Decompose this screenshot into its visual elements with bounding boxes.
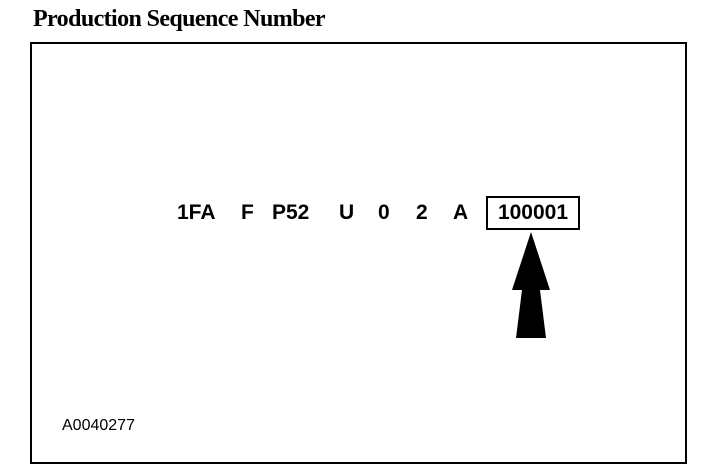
up-arrow-icon — [512, 232, 550, 338]
vin-segment-5: 0 — [378, 201, 390, 224]
vin-segment-6: 2 — [416, 201, 428, 224]
vin-segment-3: P52 — [272, 201, 310, 224]
vin-segment-2: F — [241, 201, 254, 224]
page-title: Production Sequence Number — [33, 6, 326, 32]
vin-segment-4: U — [339, 201, 355, 224]
diagram-frame — [30, 42, 687, 464]
vin-segment-1: 1FA — [177, 201, 216, 224]
vin-segment-7: A — [453, 201, 469, 224]
sequence-number-box: 100001 — [486, 196, 580, 230]
figure-id: A0040277 — [62, 417, 135, 434]
